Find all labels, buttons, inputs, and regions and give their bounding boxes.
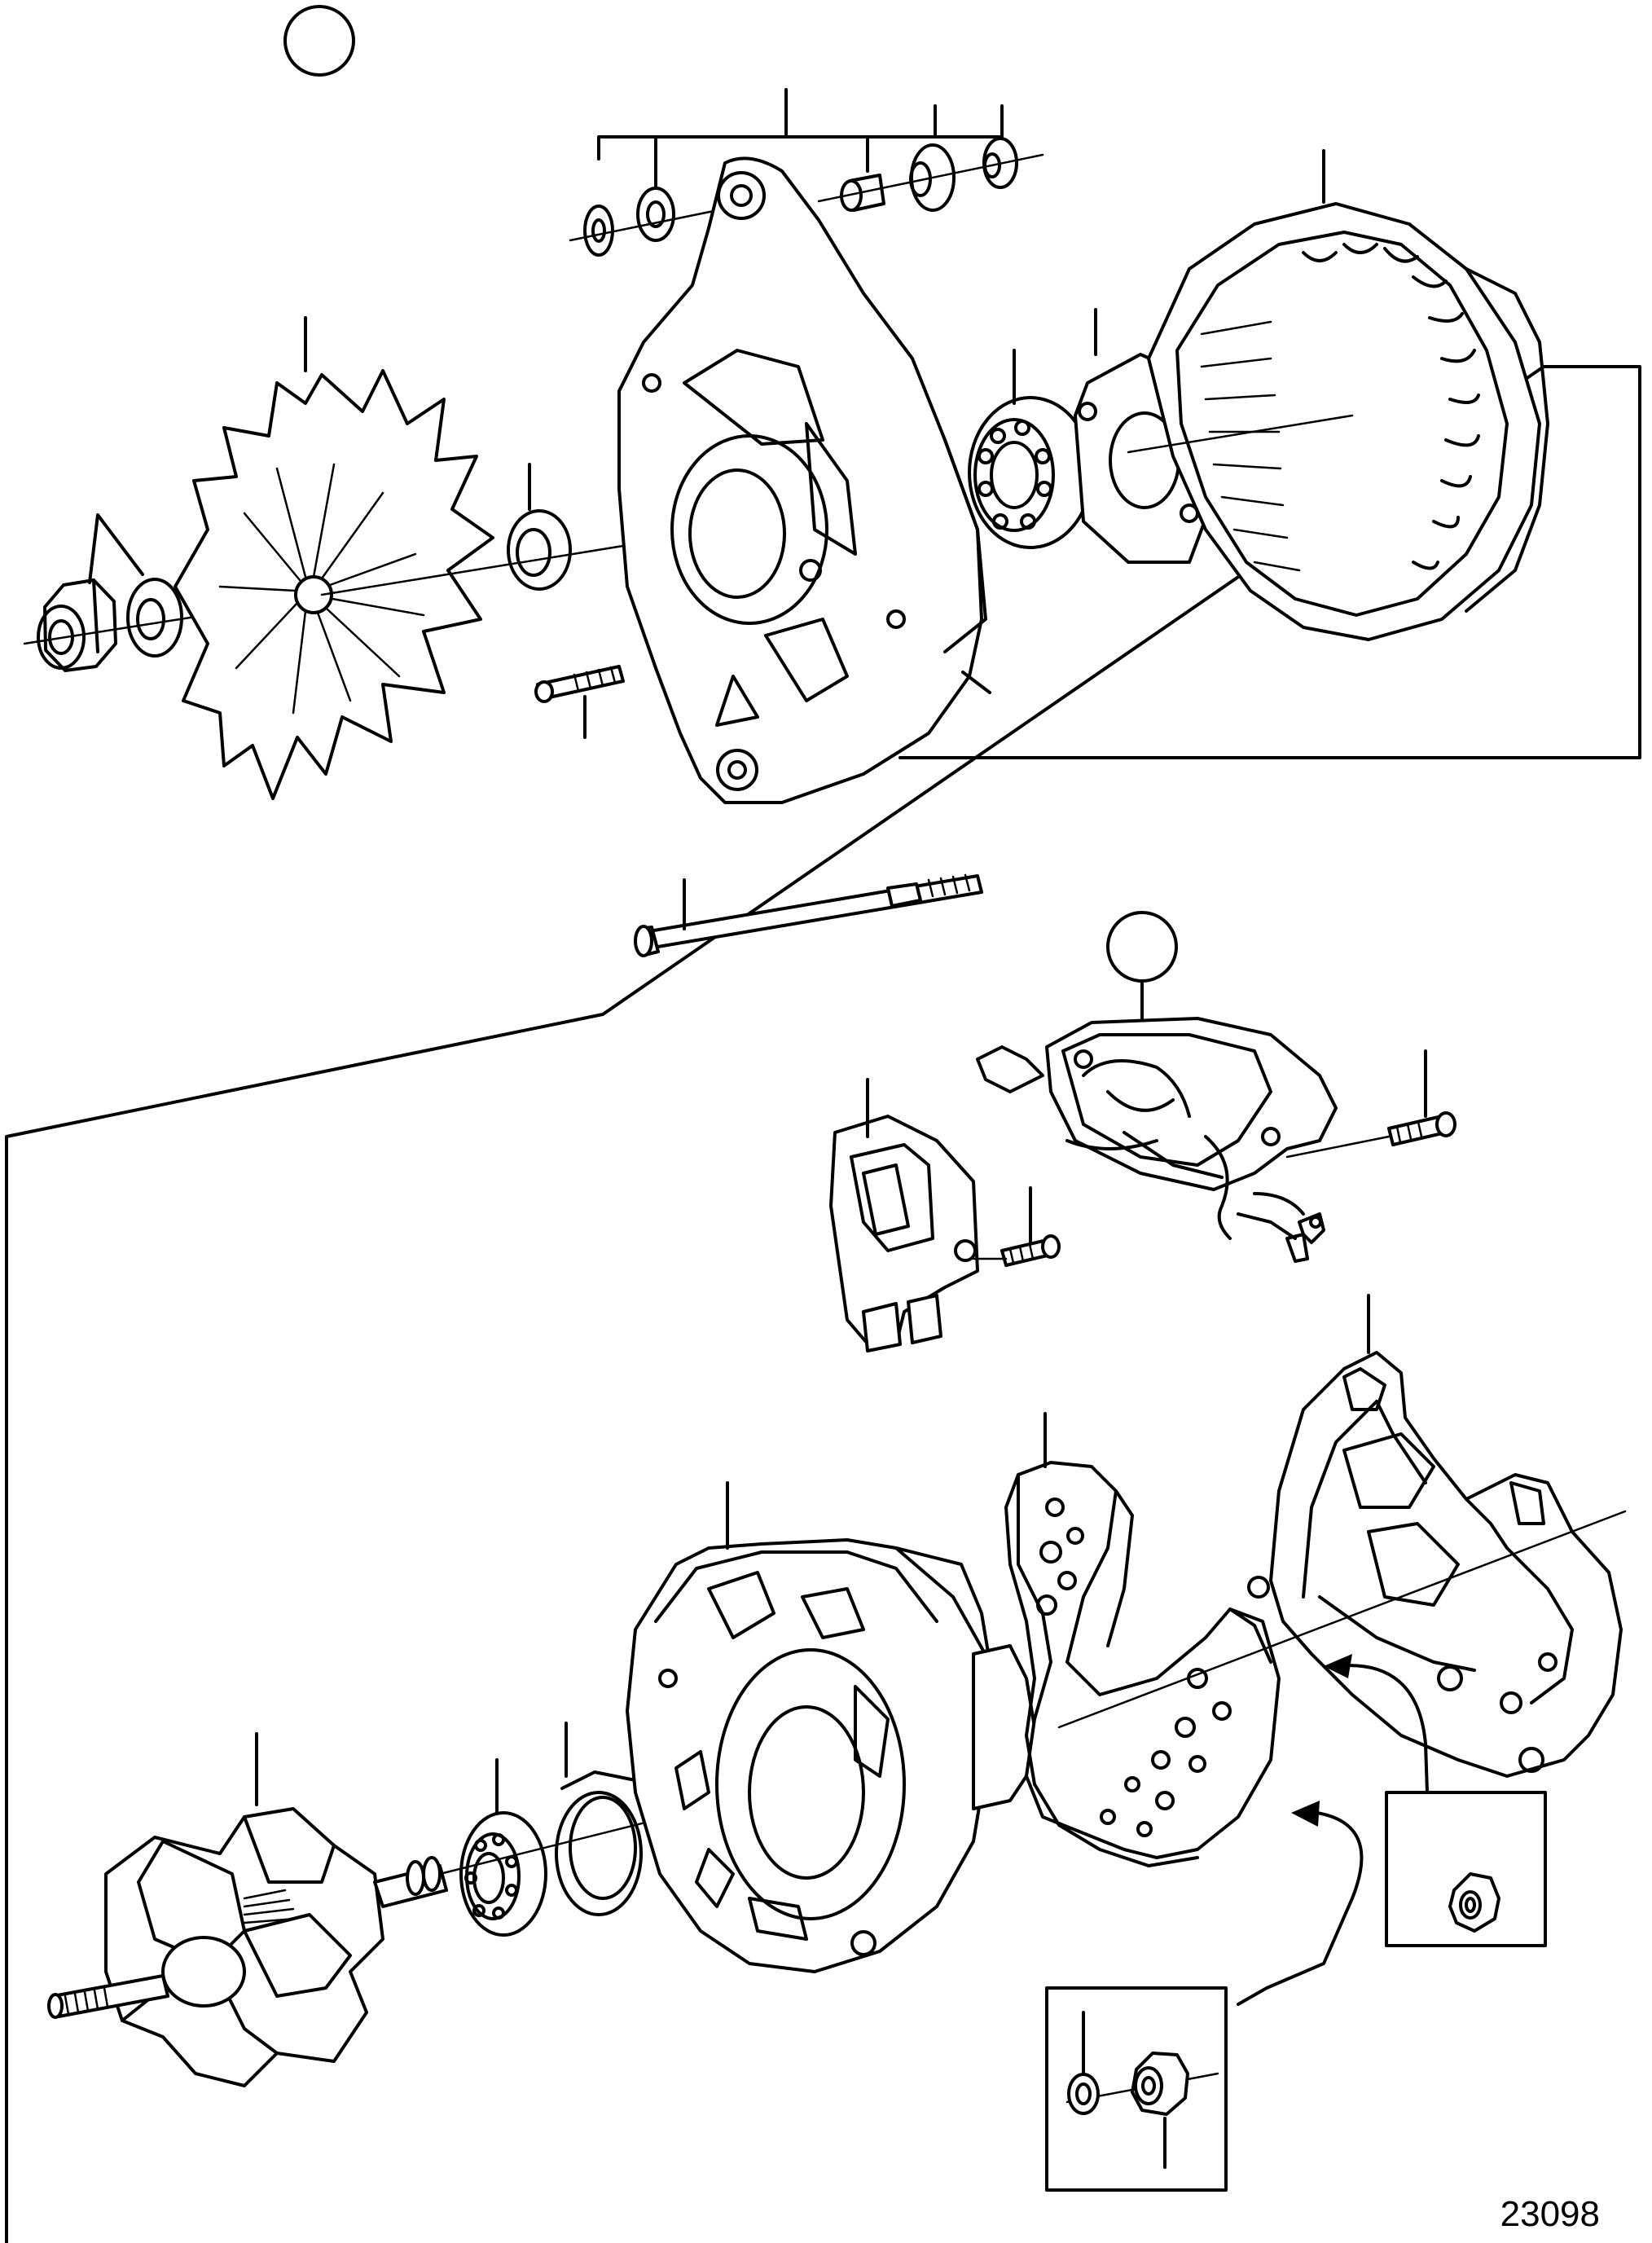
inset-arrow-left bbox=[1237, 1801, 1364, 2006]
bushing-washers-left bbox=[569, 187, 759, 257]
fan-washer bbox=[126, 578, 183, 658]
rectifier-cable-assembly bbox=[976, 1017, 1338, 1263]
bushing-washers-right bbox=[817, 137, 1044, 212]
regulator-screw bbox=[1000, 1234, 1061, 1267]
variant-circle-top bbox=[283, 5, 355, 77]
inset-box-rear-nut bbox=[1385, 1791, 1547, 1947]
ball-bearing-front bbox=[968, 396, 1093, 549]
rectifier-diode-plate bbox=[1004, 1461, 1281, 1867]
nut-washer-leader bbox=[88, 513, 144, 584]
figure-number: 23098 bbox=[1500, 2194, 1600, 2234]
inset-arrow-right bbox=[1324, 1654, 1429, 1794]
shaft-nut bbox=[37, 578, 117, 672]
rear-end-cover bbox=[1247, 1351, 1623, 1778]
frame-lines bbox=[5, 365, 1641, 2243]
inset-box-washer-nut bbox=[1045, 1986, 1228, 2192]
cooling-fan bbox=[174, 369, 494, 800]
rectifier-cover-screw bbox=[1387, 1111, 1456, 1146]
stator bbox=[1147, 202, 1549, 641]
voltage-regulator bbox=[829, 1115, 979, 1352]
seal-ring bbox=[555, 1770, 643, 1916]
drive-end-housing bbox=[617, 156, 987, 804]
rotor bbox=[47, 1807, 448, 2087]
spacer-ring bbox=[507, 509, 572, 591]
ball-bearing-rear bbox=[459, 1811, 547, 1937]
slip-ring-end-housing bbox=[626, 1538, 1036, 1973]
through-bolt bbox=[634, 873, 983, 957]
variant-circle-middle bbox=[1106, 911, 1178, 983]
retaining-screw bbox=[534, 665, 625, 703]
